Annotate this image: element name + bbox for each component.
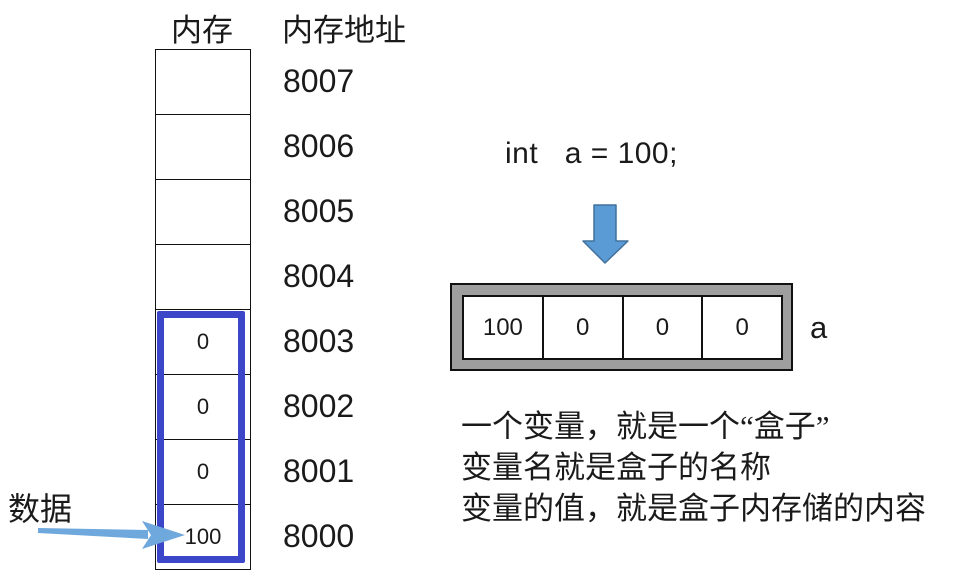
memory-cell-8002: 0 xyxy=(156,375,250,440)
caption-block: 一个变量，就是一个“盒子” 变量名就是盒子的名称 变量的值，就是盒子内存储的内容 xyxy=(461,406,926,529)
address-label: 8006 xyxy=(283,128,355,164)
memory-cell-8007 xyxy=(156,50,250,115)
memory-cell-8000: 100 xyxy=(184,524,222,549)
address-label: 8003 xyxy=(283,323,355,359)
memory-cell-8005 xyxy=(156,180,250,245)
address-label: 8000 xyxy=(283,518,355,554)
code-statement: int a = 100; xyxy=(505,137,678,170)
caption-line-3: 变量的值，就是盒子内存储的内容 xyxy=(461,491,926,526)
variable-byte-2: 0 xyxy=(624,297,704,358)
memory-cell-8001: 0 xyxy=(156,440,250,505)
variable-byte-3: 0 xyxy=(735,313,749,341)
data-annotation-label: 数据 xyxy=(8,491,73,527)
memory-column-header: 内存 xyxy=(171,13,233,48)
data-pointer-arrow-icon xyxy=(38,521,185,549)
memory-cell-8004 xyxy=(156,245,250,310)
memory-column: 0 0 0 100 xyxy=(155,49,251,570)
down-arrow-icon xyxy=(582,204,629,264)
variable-box-bytes: 100 0 0 0 xyxy=(462,295,783,360)
address-column-header: 内存地址 xyxy=(282,13,406,48)
variable-box: 100 0 0 0 xyxy=(450,283,793,371)
memory-cell-8003: 0 xyxy=(156,310,250,375)
address-label: 8001 xyxy=(283,453,355,489)
caption-line-1: 一个变量，就是一个“盒子” xyxy=(461,409,830,444)
address-column: 8007 8006 8005 8004 8003 8002 8001 8000 xyxy=(283,49,354,569)
variable-name-label: a xyxy=(810,310,828,345)
address-label: 8002 xyxy=(283,388,355,424)
memory-cell-8006 xyxy=(156,115,250,180)
data-highlight-frame xyxy=(157,311,245,563)
address-label: 8004 xyxy=(283,258,355,294)
address-label: 8007 xyxy=(283,63,355,99)
variable-byte-0: 100 xyxy=(464,297,544,358)
address-label: 8005 xyxy=(283,193,355,229)
variable-byte-1: 0 xyxy=(544,297,624,358)
caption-line-2: 变量名就是盒子的名称 xyxy=(461,450,771,485)
